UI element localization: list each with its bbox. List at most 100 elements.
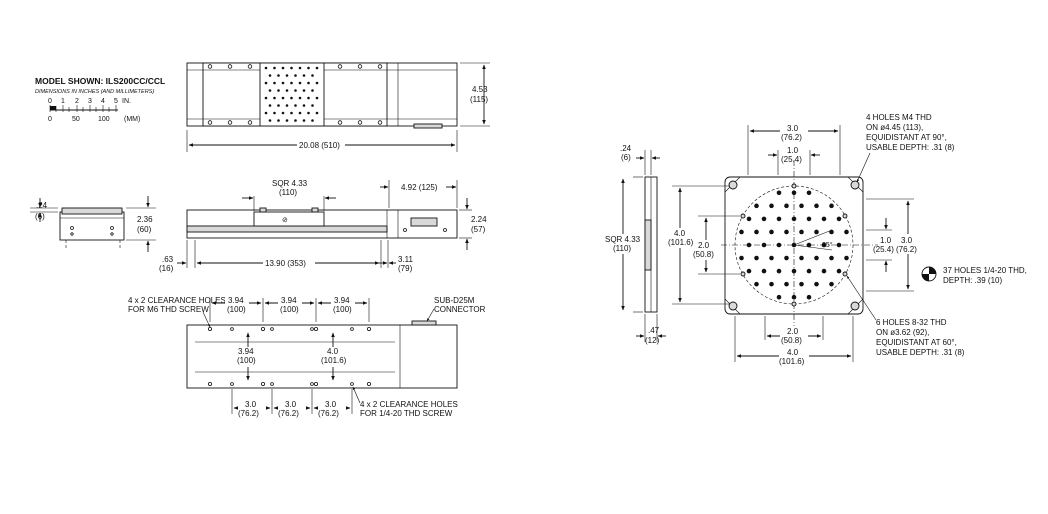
ct-bot2-in: 2.0: [787, 327, 799, 336]
top-view-carriage: [259, 62, 325, 127]
carriage-hole: [315, 96, 319, 100]
ct-right3-in: 3.0: [901, 236, 913, 245]
carriage-hole: [290, 66, 293, 70]
carriage-hole: [273, 111, 276, 115]
scale-in-1: 1: [61, 98, 65, 105]
thread-hole-symbol: [921, 266, 937, 282]
side-travel: 13.90 (353): [265, 259, 306, 268]
thread-hole: [806, 294, 812, 300]
m4-hole-br: [850, 301, 860, 311]
thread-hole: [754, 229, 759, 235]
scale-mm-0: 0: [48, 116, 52, 123]
thread-hole: [746, 216, 752, 222]
scale-block: [50, 106, 56, 110]
thread-hole: [829, 203, 834, 209]
carriage-side-view: SQR 4.33 (110) .24 (6) .47 (12): [604, 144, 666, 345]
thread-hole: [791, 216, 797, 222]
thread-hole: [829, 255, 834, 261]
carriage-sqr-mm: (110): [613, 244, 631, 253]
model-subtitle: DIMENSIONS IN INCHES (AND MILLIMETERS): [35, 89, 154, 95]
thread-hole: [776, 268, 782, 274]
thread-hole: [836, 216, 842, 222]
thread-hole: [784, 203, 789, 209]
ct-left4-in: 4.0: [674, 229, 686, 238]
thread-hole: [776, 216, 782, 222]
carriage-hole: [285, 119, 289, 122]
bottom-view-quarter-holes: [230, 327, 354, 386]
thread-hole: [761, 216, 767, 222]
carriage-hole: [311, 119, 314, 122]
scale-in-4: 4: [101, 98, 105, 105]
thread-hole: [761, 242, 767, 248]
ct-left2-mm: (50.8): [693, 250, 714, 259]
top-view-mount-holes: [207, 64, 383, 125]
ct-top1-mm: (25.4): [781, 155, 802, 164]
side-offset-in: .63: [162, 255, 174, 264]
bottom-view-m6-holes: [207, 326, 371, 386]
vert-b-mm: (101.6): [321, 356, 347, 365]
n832-note-3: EQUIDISTANT AT 60°,: [876, 338, 957, 347]
thread-hole: [829, 281, 834, 287]
side-sqr-mm: (110): [279, 188, 297, 197]
ct-top3-in: 3.0: [787, 124, 799, 133]
carriage-hole: [268, 119, 272, 122]
thread-hole: [799, 229, 804, 235]
carriage-hole: [281, 96, 285, 100]
end-view-body: [59, 211, 125, 241]
m4-note-4: USABLE DEPTH: .31 (8): [866, 143, 955, 152]
low-pitch-in-3: 3.0: [325, 400, 337, 409]
carriage-hole: [315, 66, 319, 70]
carriage-hole: [315, 111, 319, 115]
carriage-hole: [307, 111, 310, 115]
carriage-base-mm: (12): [645, 336, 660, 345]
side-sqr-in: SQR 4.33: [272, 179, 308, 188]
side-view: ⊘ SQR 4.33 (110) 4.92 (125) 2.24 (57) .6…: [159, 179, 487, 273]
carriage-hole: [294, 119, 297, 122]
scale-in-3: 3: [88, 98, 92, 105]
scale-mm-100: 100: [98, 116, 110, 123]
thread-hole: [814, 203, 819, 209]
carriage-hole: [285, 74, 289, 77]
pitch-mm-1: (100): [227, 305, 246, 314]
carriage-hole: [273, 96, 276, 100]
scale-in-0: 0: [48, 98, 52, 105]
m4-hole-tr: [850, 180, 860, 190]
connector-label-2: CONNECTOR: [434, 305, 486, 314]
thread-hole: [821, 268, 827, 274]
carriage-hole: [294, 89, 297, 92]
carriage-hole: [290, 96, 293, 100]
bottom-view-connector: [411, 320, 437, 326]
side-view-carriage: [253, 211, 325, 227]
carriage-hole: [311, 89, 314, 92]
m4-note-2: ON ø4.45 (113),: [866, 123, 923, 132]
n832-note-4: USABLE DEPTH: .31 (8): [876, 348, 965, 357]
top-length: 20.08 (510): [299, 141, 340, 150]
carriage-hole: [290, 111, 293, 115]
thread-hole: [799, 281, 804, 287]
thread-hole: [754, 255, 759, 261]
model-title: MODEL SHOWN: ILS200CC/CCL: [35, 76, 165, 86]
side-offset-mm: (16): [159, 264, 174, 273]
side-view-connector: [410, 217, 438, 227]
carriage-hole: [307, 81, 310, 85]
holes-note-1: 37 HOLES 1/4-20 THD,: [943, 266, 1027, 275]
carriage-hole: [298, 111, 302, 115]
m4-note-3: EQUIDISTANT AT 90°,: [866, 133, 947, 142]
thread-hole: [754, 203, 759, 209]
side-motor-len: 4.92 (125): [401, 183, 438, 192]
carriage-hole: [311, 74, 314, 77]
vert-a-in: 3.94: [238, 347, 254, 356]
carriage-hole: [277, 119, 280, 122]
thread-hole: [784, 281, 789, 287]
thread-hole: [769, 203, 774, 209]
thread-hole: [806, 190, 812, 196]
m4-hole-tl: [728, 180, 738, 190]
side-end-in: 3.11: [398, 255, 414, 264]
quarter-note-1: 4 x 2 CLEARANCE HOLES: [360, 400, 458, 409]
thread-hole: [769, 255, 774, 261]
holes-note-2: DEPTH: .39 (10): [943, 276, 1002, 285]
thread-hole: [799, 203, 804, 209]
carriage-hole: [298, 66, 302, 70]
ct-right1-mm: (25.4): [873, 245, 894, 254]
